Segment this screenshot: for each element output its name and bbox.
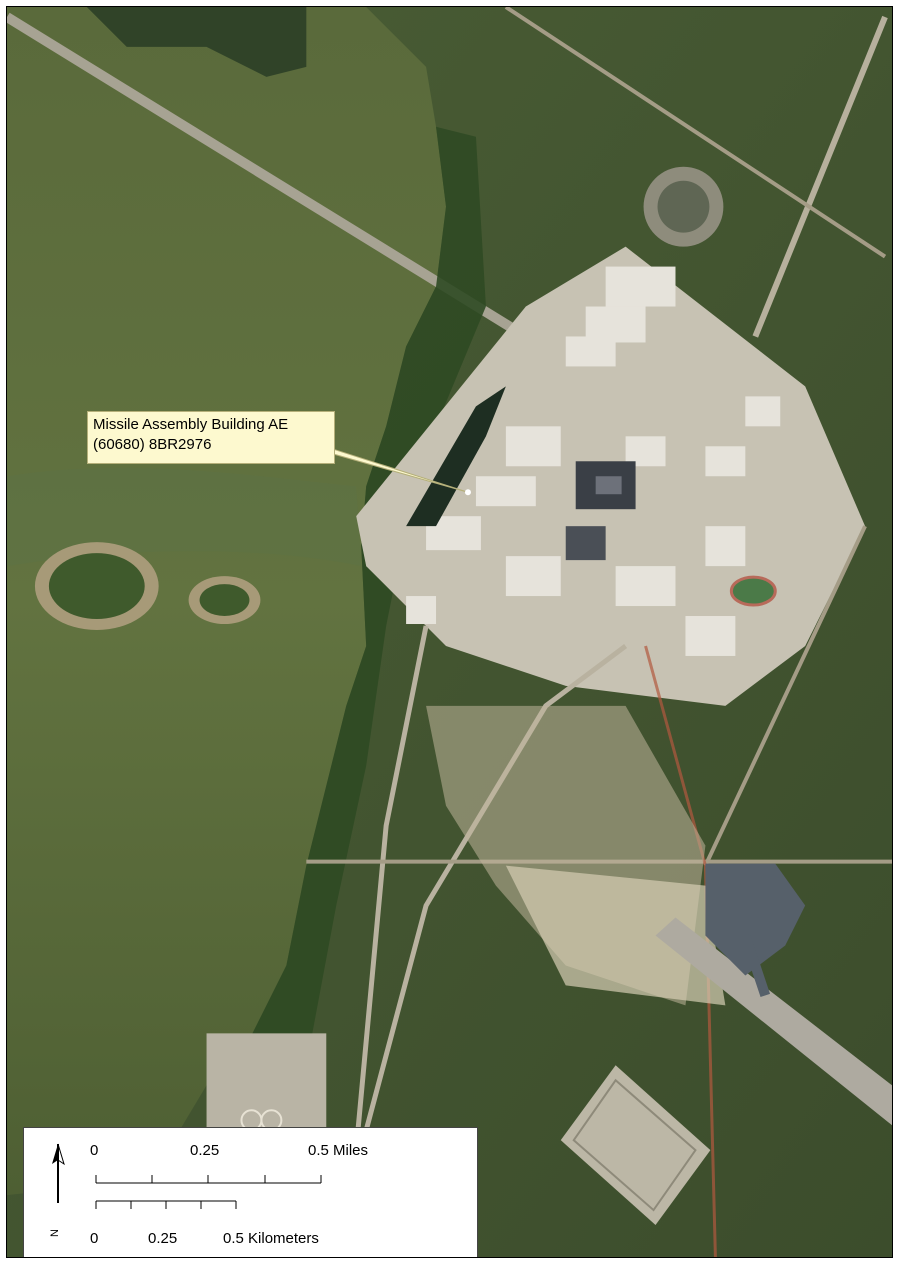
callout-line1: Missile Assembly Building AE xyxy=(93,416,289,433)
miles-scale-bar xyxy=(95,1175,322,1184)
kilometers-scale-bar xyxy=(95,1200,237,1209)
scale-bar-graphic: N xyxy=(49,1143,322,1237)
north-label: N xyxy=(49,1229,61,1237)
building-callout: Missile Assembly Building AE (60680) 8BR… xyxy=(87,411,335,464)
aerial-imagery xyxy=(7,7,892,1257)
scale-bar-panel: N 0 0.25 0.5 Miles 0 0.2 xyxy=(23,1127,478,1257)
aerial-map: Missile Assembly Building AE (60680) 8BR… xyxy=(6,6,893,1258)
miles-label-0: 0 xyxy=(90,1142,99,1159)
km-label-05: 0.5 Kilometers xyxy=(223,1230,319,1247)
km-label-025: 0.25 xyxy=(148,1230,178,1247)
km-label-0: 0 xyxy=(90,1230,99,1247)
north-arrow-icon xyxy=(52,1143,65,1203)
building-location-marker xyxy=(464,489,471,496)
compound-southwest xyxy=(206,1033,327,1134)
miles-label-025: 0.25 xyxy=(190,1142,220,1159)
callout-line2: (60680) 8BR2976 xyxy=(93,436,212,453)
runway xyxy=(655,917,892,1126)
miles-label-05: 0.5 Miles xyxy=(308,1142,369,1159)
